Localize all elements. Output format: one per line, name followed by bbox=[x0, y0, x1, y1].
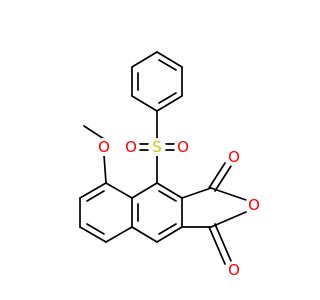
sulfonyl-oxygen-left-label: O bbox=[125, 138, 137, 156]
anhydride-carbonyl-oxygen-bottom-label: O bbox=[228, 261, 240, 279]
anhydride-ring-oxygen-label: O bbox=[248, 196, 260, 214]
phenyl-bond bbox=[131, 95, 158, 112]
phenyl-bond bbox=[131, 51, 158, 68]
carbonyl-double-bond bbox=[214, 223, 232, 262]
carbonyl-double-bond bbox=[208, 226, 226, 265]
methoxy-methyl-bond bbox=[83, 125, 105, 140]
naphthalene-bond bbox=[131, 226, 158, 243]
phenyl-inner-double-bond bbox=[158, 92, 177, 104]
bonds-group bbox=[79, 51, 247, 265]
anhydride-ring-bond bbox=[210, 187, 247, 201]
naphthalene-inner-double-bond bbox=[86, 190, 105, 202]
atom-anhydride-carbonyl-oxygen-bottom: O bbox=[225, 261, 243, 279]
atom-anhydride-ring-oxygen: O bbox=[245, 196, 263, 214]
naphthalene-bond bbox=[105, 182, 133, 199]
naphthalene-inner-double-bond bbox=[158, 190, 177, 202]
sulfonyl-oxygen-right-label: O bbox=[177, 138, 189, 156]
phenyl-bond bbox=[156, 51, 183, 68]
anhydride-ring-bond bbox=[210, 211, 247, 228]
atom-methoxy-oxygen: O bbox=[95, 138, 113, 156]
naphthalene-bond bbox=[156, 182, 183, 199]
atom-sulfur: S bbox=[148, 138, 166, 156]
naphthalene-bond bbox=[105, 226, 133, 243]
naphthalene-bond bbox=[79, 182, 107, 199]
atom-sulfonyl-oxygen-left: O bbox=[122, 138, 140, 156]
sulfur-label: S bbox=[152, 138, 162, 156]
carbonyl-double-bond bbox=[208, 162, 226, 189]
methoxy-bond bbox=[103, 154, 107, 184]
naphthalene-inner-double-bond bbox=[86, 223, 105, 235]
atom-anhydride-carbonyl-oxygen-top: O bbox=[225, 148, 243, 166]
chemical-structure-diagram: O S O O O O O bbox=[79, 51, 263, 279]
phenyl-bond bbox=[156, 95, 183, 112]
naphthalene-bond bbox=[156, 226, 183, 243]
phenyl-inner-double-bond bbox=[158, 59, 177, 71]
atom-labels-group: O S O O O O O bbox=[95, 138, 263, 279]
naphthalene-bond bbox=[131, 182, 158, 199]
atom-sulfonyl-oxygen-right: O bbox=[174, 138, 192, 156]
anhydride-ring-bond bbox=[181, 187, 212, 199]
carbonyl-double-bond bbox=[214, 165, 232, 192]
naphthalene-inner-double-bond bbox=[158, 223, 177, 235]
naphthalene-bond bbox=[79, 226, 107, 243]
methoxy-oxygen-label: O bbox=[98, 138, 110, 156]
anhydride-carbonyl-oxygen-top-label: O bbox=[228, 148, 240, 166]
